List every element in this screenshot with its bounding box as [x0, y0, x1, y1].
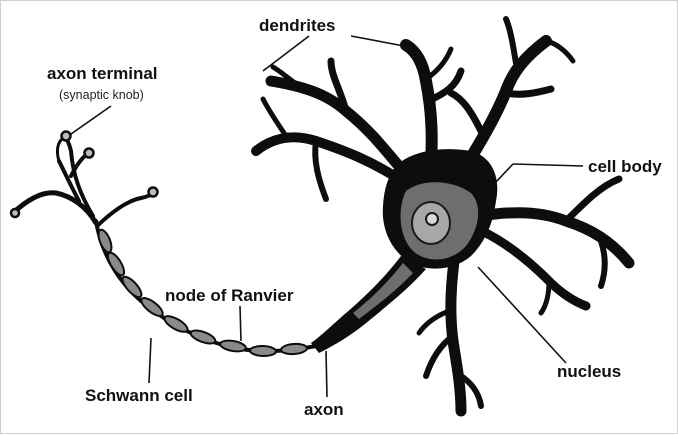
- synaptic-knob-label: (synaptic knob): [59, 88, 144, 102]
- axon-terminals: [13, 137, 153, 226]
- axon-terminal-label: axon terminal: [47, 64, 158, 83]
- axon-label: axon: [304, 400, 344, 419]
- schwann-cell-leader: [149, 338, 151, 383]
- cell-body-leader-b: [495, 164, 513, 183]
- cell-body: [383, 149, 497, 268]
- axon-leader: [326, 351, 327, 397]
- cell-body-leader-a: [513, 164, 583, 166]
- dendrites-leader-right: [351, 36, 404, 46]
- node-of-ranvier-label: node of Ranvier: [165, 286, 294, 305]
- cell-body-label: cell body: [588, 157, 662, 176]
- schwann-cell-label: Schwann cell: [85, 386, 193, 405]
- axon-terminal-leader: [71, 106, 111, 134]
- dendrites-label: dendrites: [259, 16, 336, 35]
- node-of-ranvier-leader: [240, 306, 241, 341]
- nucleolus: [426, 213, 438, 225]
- nucleus-label: nucleus: [557, 362, 621, 381]
- dendrites-leader-left: [263, 36, 309, 71]
